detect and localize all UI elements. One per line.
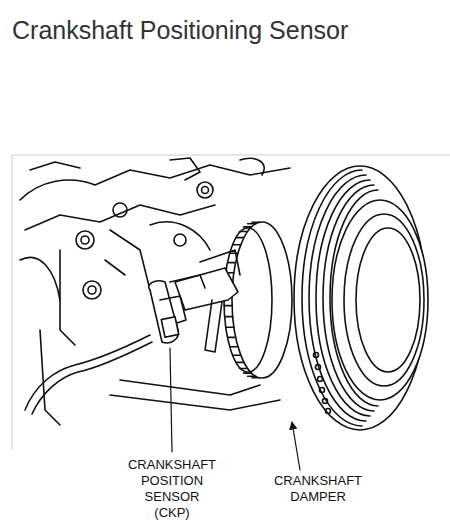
page-title: Crankshaft Positioning Sensor — [12, 16, 348, 45]
part-label: CRANKSHAFT DAMPER — [272, 473, 365, 505]
part-label: CRANKSHAFT POSITION SENSOR (CKP) — [126, 457, 219, 521]
